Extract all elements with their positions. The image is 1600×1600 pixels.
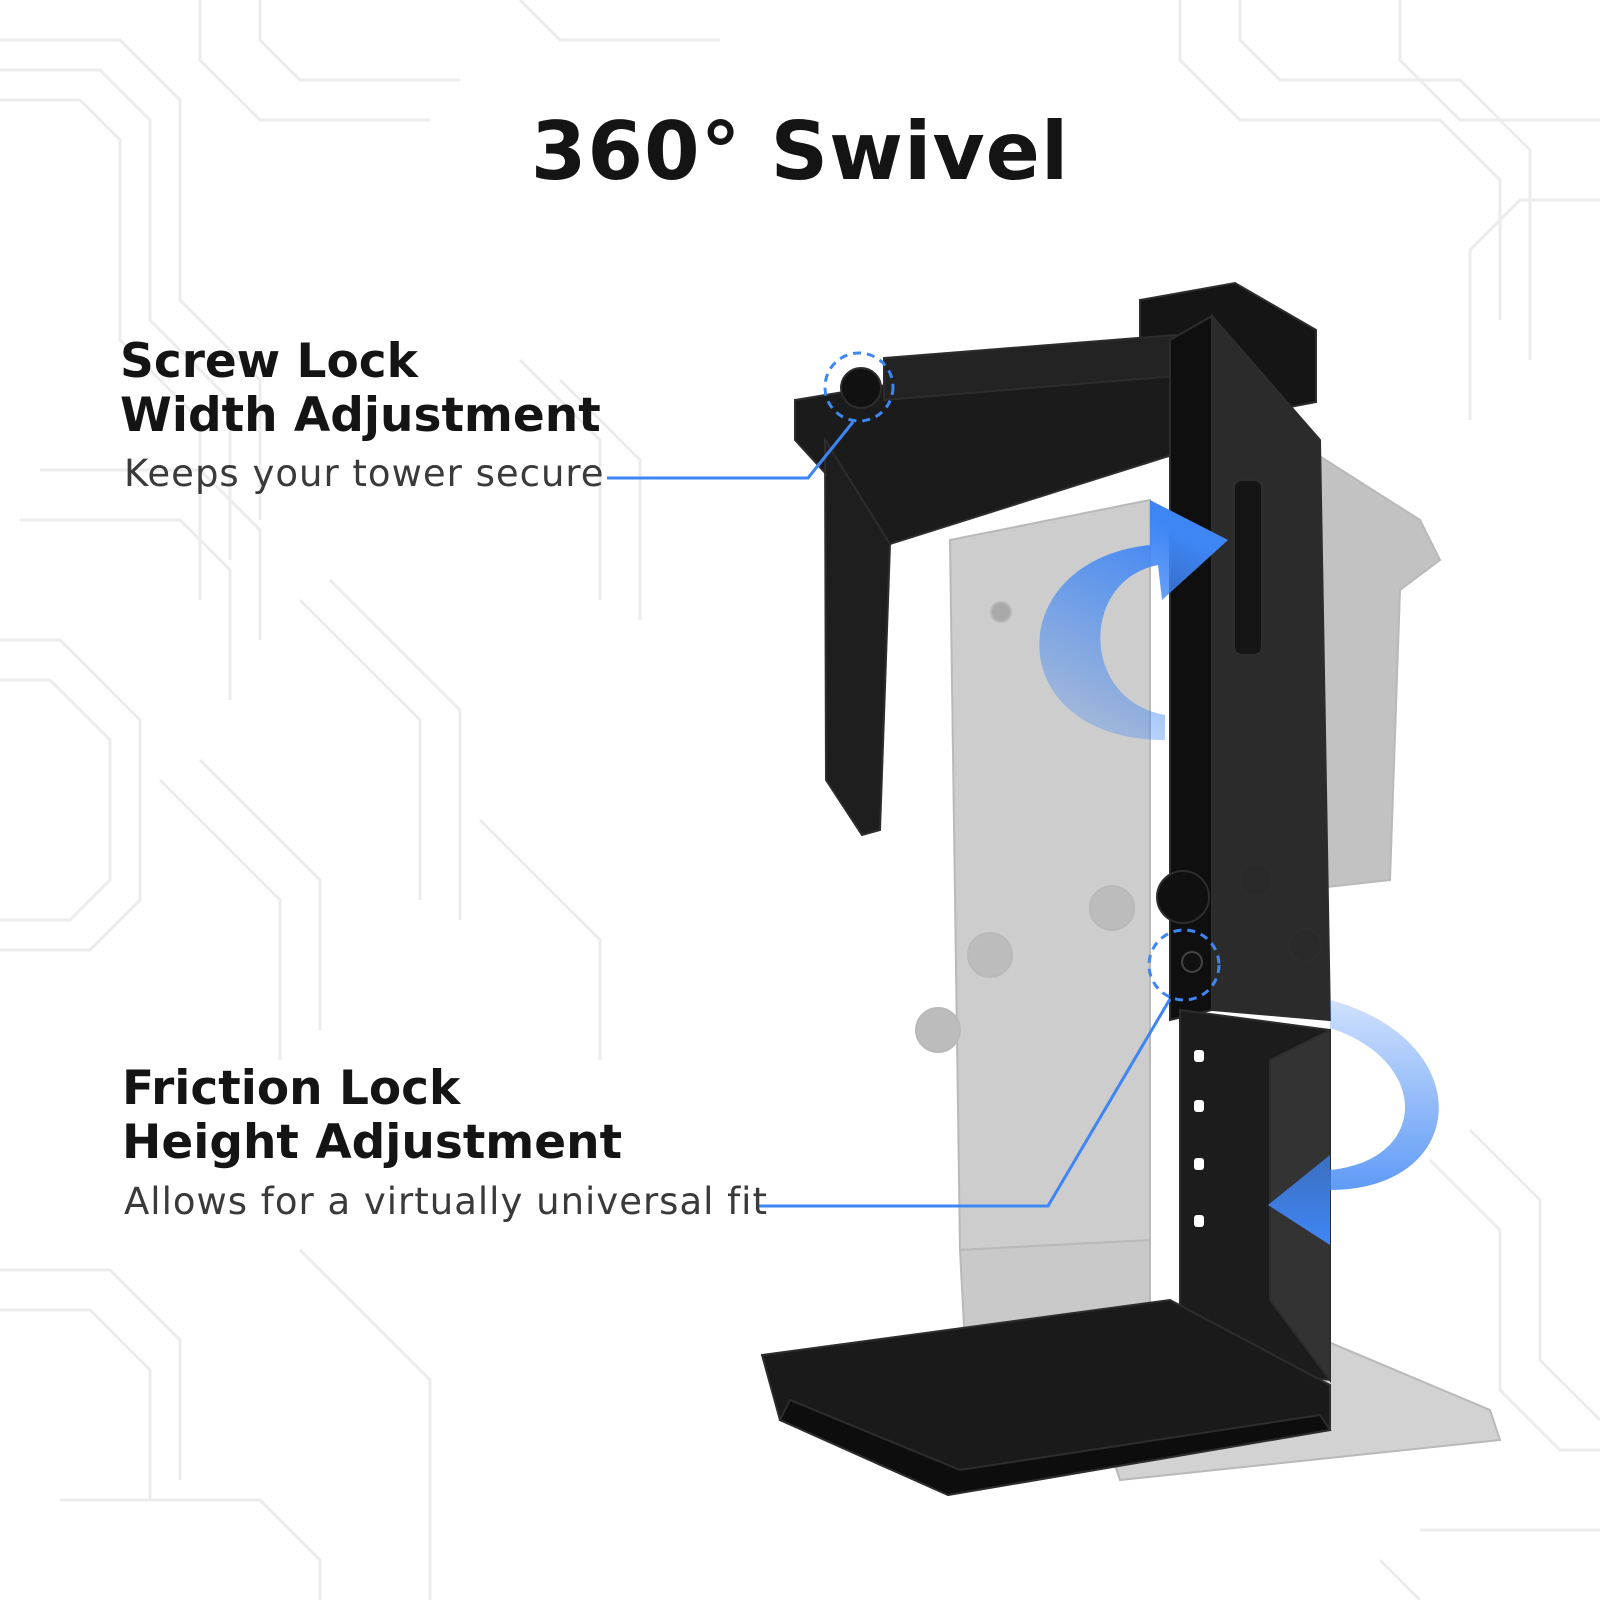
swivel-arrow-bottom-icon <box>1268 1000 1439 1245</box>
feature-heading-height-line2: Height Adjustment <box>122 1115 623 1170</box>
page-title: 360° Swivel <box>530 105 1070 198</box>
feature-heading-width-line2: Width Adjustment <box>120 388 601 443</box>
swivel-arrow-top-icon <box>1039 500 1228 740</box>
callout-bottom <box>756 928 1221 1208</box>
feature-heading-height-line1: Friction Lock <box>122 1061 461 1116</box>
feature-heading-height: Friction Lock Height Adjustment <box>122 1062 622 1170</box>
callout-top <box>607 351 895 480</box>
feature-heading-width-line1: Screw Lock <box>120 334 418 389</box>
feature-caption-height: Allows for a virtually universal fit <box>124 1180 768 1223</box>
feature-heading-width: Screw Lock Width Adjustment <box>120 335 601 443</box>
black-holder <box>760 281 1332 1497</box>
feature-caption-width: Keeps your tower secure <box>124 452 605 495</box>
